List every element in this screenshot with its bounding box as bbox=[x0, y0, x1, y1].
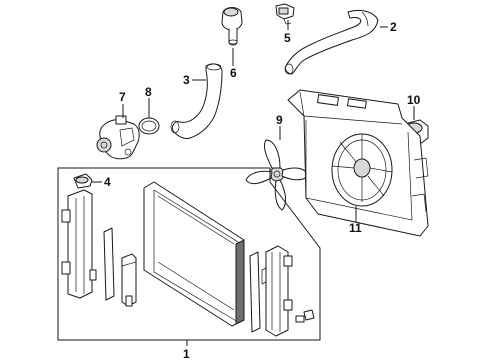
part-5-temperature-sensor bbox=[275, 3, 295, 25]
callout-labels: 2 5 6 3 7 8 10 9 4 11 1 bbox=[104, 20, 421, 360]
part-11-fan-shroud bbox=[287, 89, 429, 237]
part-6-thermostat-housing bbox=[221, 7, 243, 46]
part-7-water-pump bbox=[96, 115, 140, 160]
radiator-left-tank bbox=[61, 189, 97, 299]
callout-10: 10 bbox=[407, 93, 421, 107]
part-8-gasket bbox=[138, 117, 160, 135]
radiator-right-tank bbox=[261, 245, 293, 337]
radiator-drain-plug bbox=[295, 309, 315, 323]
leader-lines bbox=[92, 20, 415, 346]
callout-2: 2 bbox=[390, 20, 397, 34]
callout-8: 8 bbox=[145, 85, 152, 99]
radiator-drain-bracket bbox=[121, 253, 137, 307]
callout-5: 5 bbox=[284, 31, 291, 45]
radiator-left-gasket bbox=[103, 227, 115, 301]
callout-11: 11 bbox=[349, 221, 362, 235]
callout-4: 4 bbox=[104, 175, 111, 189]
radiator-core bbox=[143, 181, 245, 327]
callout-6: 6 bbox=[230, 66, 237, 80]
radiator-right-gasket bbox=[249, 251, 261, 333]
part-9-fan-blade bbox=[245, 139, 309, 211]
callout-1: 1 bbox=[183, 347, 190, 360]
part-2-upper-radiator-hose bbox=[284, 9, 379, 75]
part-4-radiator-cap bbox=[73, 173, 93, 189]
callout-3: 3 bbox=[183, 73, 190, 87]
callout-7: 7 bbox=[119, 90, 126, 104]
part-1-assembly-frame bbox=[57, 167, 321, 341]
callout-9: 9 bbox=[276, 113, 283, 127]
part-3-lower-radiator-hose bbox=[170, 63, 223, 139]
